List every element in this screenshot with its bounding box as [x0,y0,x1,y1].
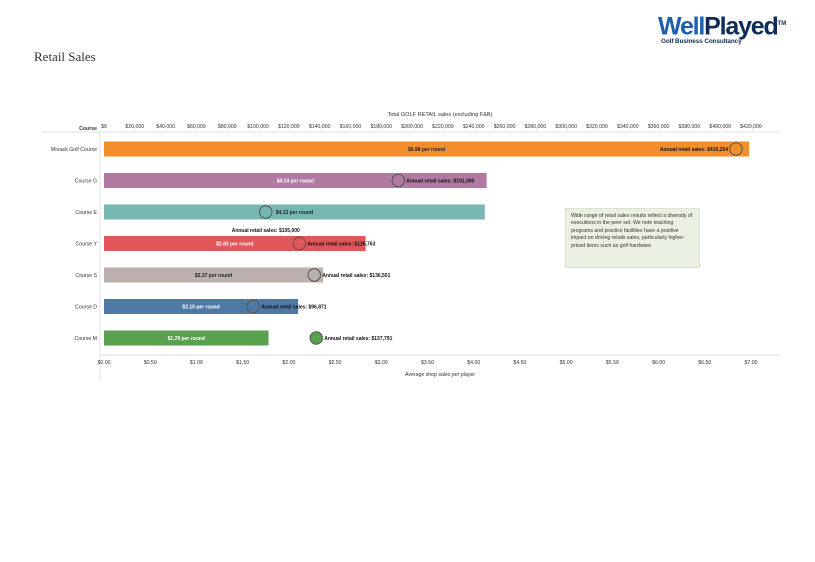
logo-well: Well [658,12,705,41]
bottom-tick-label: $4.50 [513,360,526,366]
logo-played: Played [704,12,779,41]
top-tick-label: $60,000 [187,124,206,130]
top-tick-label: $200,000 [401,124,423,130]
top-tick-label: $280,000 [525,124,547,130]
per-round-label: $6.98 per round [408,147,445,153]
category-header: Course [79,126,97,132]
category-label: Course D [75,305,97,311]
bottom-tick-label: $2.50 [329,360,342,366]
bottom-tick-label: $2.00 [282,360,295,366]
top-tick-label: $380,000 [679,124,701,130]
category-label: Course E [75,210,97,216]
bar [104,204,485,220]
per-round-label: $2.83 per round [216,242,253,248]
x-axis-label: Average shop sales per player [405,372,475,378]
bar [104,141,750,157]
per-round-label: $4.14 per round [277,179,314,185]
top-tick-label: $340,000 [617,124,639,130]
annual-sales-label: Annual retail sales: $191,000 [406,179,474,185]
per-round-label: $2.37 per round [195,273,232,279]
category-label: Course Y [75,242,97,248]
bottom-tick-label: $5.50 [606,360,619,366]
page-title: Retail Sales [34,49,96,64]
annual-sales-marker [307,268,321,282]
bottom-tick-label: $5.00 [560,360,573,366]
annual-sales-label: Annual retail sales: $136,501 [322,273,390,279]
bar [104,267,324,283]
annual-sales-marker [246,299,260,314]
bar [104,299,299,314]
per-round-label: $4.12 per round [276,210,313,216]
top-tick-label: $140,000 [309,124,331,130]
bottom-tick-label: $6.00 [652,360,665,366]
top-tick-label: $360,000 [648,124,670,130]
logo-wordmark: WellPlayedTM [658,10,786,40]
bottom-tick-label: $1.00 [190,360,203,366]
top-tick-label: $100,000 [247,124,269,130]
category-label: Course M [75,336,98,342]
annual-sales-marker [309,331,323,345]
top-tick-label: $180,000 [370,124,392,130]
top-tick-label: $240,000 [463,124,485,130]
top-tick-label: $80,000 [218,124,237,130]
bottom-tick-label: $1.50 [236,360,249,366]
bottom-tick-label: $0.00 [98,360,111,366]
logo-tagline: Golf Business Consultancy [661,38,742,45]
top-tick-label: $20,000 [125,124,144,130]
commentary-note: Wide range of retail sales results refle… [565,208,700,268]
annual-sales-marker [729,142,743,156]
bottom-tick-label: $0.50 [144,360,157,366]
top-tick-label: $160,000 [340,124,362,130]
annual-sales-label: Annual retail sales: $105,000 [232,228,300,234]
annual-sales-marker [292,236,306,251]
top-tick-label: $120,000 [278,124,300,130]
top-tick-label: $300,000 [555,124,577,130]
category-label: Course G [75,179,97,185]
bar [104,330,269,346]
annual-sales-marker [391,173,405,188]
annual-sales-label: Annual retail sales: $96,871 [261,305,327,311]
top-tick-label: $0 [101,124,107,130]
chart-title: Total GOLF RETAIL sales (excluding F&B) [387,112,492,118]
bottom-tick-label: $6.50 [698,360,711,366]
wellplayed-logo: WellPlayedTM Golf Business Consultancy [658,10,798,46]
top-tick-label: $220,000 [432,124,454,130]
bottom-tick-label: $4.00 [467,360,480,366]
category-label: Morack Golf Course [51,147,97,153]
bottom-tick-label: $3.00 [375,360,388,366]
per-round-label: $1.78 per round [168,336,205,342]
bottom-tick-label: $7.00 [745,360,758,366]
top-tick-label: $260,000 [494,124,516,130]
annual-sales-label: Annual retail sales: $126,763 [307,242,375,248]
top-tick-label: $420,000 [740,124,762,130]
per-round-label: $2.10 per round [182,305,219,311]
top-tick-label: $400,000 [709,124,731,130]
logo-trademark: TM [777,21,787,27]
bar [104,173,487,188]
bottom-tick-label: $3.50 [421,360,434,366]
category-label: Course S [75,273,97,279]
top-tick-label: $40,000 [156,124,175,130]
top-tick-label: $320,000 [586,124,608,130]
annual-sales-label: Annual retail sales: $410,254 [660,147,728,153]
annual-sales-marker [259,205,273,219]
annual-sales-label: Annual retail sales: $137,791 [324,336,392,342]
bar [104,236,366,251]
